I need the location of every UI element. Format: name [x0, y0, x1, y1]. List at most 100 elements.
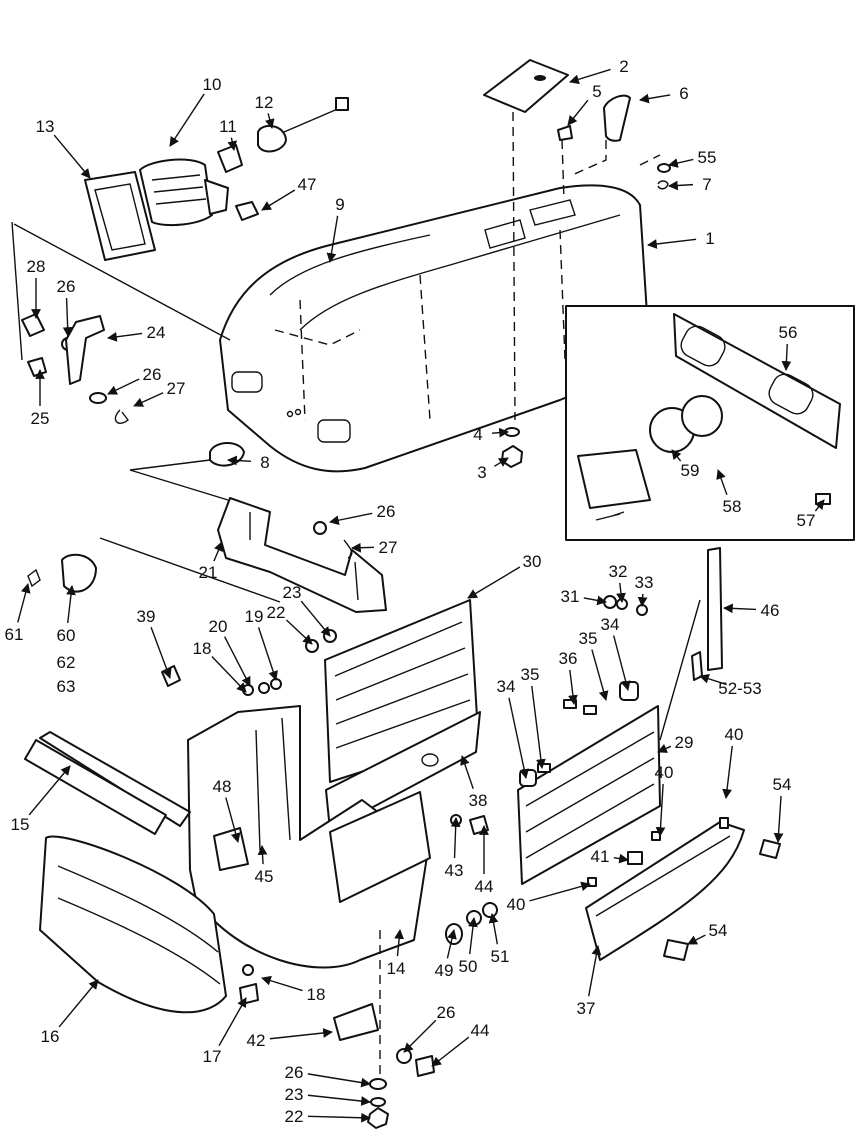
- leader-c24: [107, 331, 143, 342]
- leader-c10: [169, 93, 205, 147]
- callout-c31: 31: [561, 587, 580, 606]
- callout-c26e: 26: [285, 1063, 304, 1082]
- leader-c49: [446, 929, 457, 959]
- callout-c28: 28: [27, 257, 46, 276]
- leader-c15: [28, 765, 71, 816]
- hood-support-bracket: [27, 497, 387, 613]
- leader-c37: [587, 945, 602, 997]
- callout-c52: 52-53: [718, 679, 761, 698]
- callout-c18b: 18: [307, 985, 326, 1004]
- callout-c9: 9: [335, 195, 344, 214]
- leader-c22b: [307, 1112, 371, 1123]
- leader-c26b: [107, 378, 140, 395]
- leader-c12: [264, 113, 275, 129]
- assembly-lines: [11, 221, 720, 741]
- callout-c62: 62: [57, 653, 76, 672]
- callout-c50: 50: [459, 957, 478, 976]
- leader-c6: [639, 93, 671, 104]
- leader-c26e: [307, 1073, 371, 1088]
- callout-c30: 30: [523, 552, 542, 571]
- leader-c9: [326, 215, 339, 263]
- callout-c17: 17: [203, 1047, 222, 1066]
- callout-c11: 11: [219, 117, 237, 136]
- callout-c54b: 54: [709, 921, 728, 940]
- leader-c48: [225, 797, 241, 843]
- leader-c35b: [531, 685, 546, 769]
- leader-c8: [227, 455, 252, 466]
- callout-c27b: 27: [379, 538, 398, 557]
- callout-c18a: 18: [193, 639, 212, 658]
- callout-c45: 45: [255, 867, 274, 886]
- leader-c1: [647, 238, 697, 249]
- callout-c40c: 40: [507, 895, 526, 914]
- leader-c21: [213, 541, 224, 562]
- leader-c58: [716, 469, 728, 496]
- callout-c22a: 22: [267, 603, 286, 622]
- callout-c34a: 34: [601, 615, 620, 634]
- callout-c22b: 22: [285, 1107, 304, 1126]
- callout-c35b: 35: [521, 665, 540, 684]
- side-panels: [324, 547, 723, 885]
- callout-c44a: 44: [475, 877, 494, 896]
- leader-c27a: [133, 392, 164, 407]
- callout-c20: 20: [209, 617, 228, 636]
- leader-c27b: [351, 542, 375, 553]
- callout-c26c: 26: [377, 502, 396, 521]
- leader-c46: [723, 603, 757, 614]
- leader-c50: [468, 917, 478, 955]
- callout-c60: 60: [57, 626, 76, 645]
- callout-c14: 14: [387, 959, 406, 978]
- leader-c33: [637, 593, 648, 607]
- leader-c43: [450, 817, 461, 859]
- callout-c13: 13: [36, 117, 55, 136]
- leader-c20: [223, 636, 251, 687]
- leader-c54b: [687, 934, 706, 945]
- leader-c17: [218, 997, 247, 1046]
- callout-c2: 2: [619, 57, 628, 76]
- callout-c23a: 23: [283, 583, 302, 602]
- leader-c35a: [591, 649, 609, 701]
- leader-c34a: [613, 635, 631, 691]
- callout-c37: 37: [577, 999, 596, 1018]
- callout-c6: 6: [679, 84, 688, 103]
- leader-c2: [569, 68, 611, 85]
- callout-c32: 32: [609, 562, 628, 581]
- leader-c26a: [62, 297, 73, 337]
- callout-c7: 7: [702, 175, 711, 194]
- callout-c33: 33: [635, 573, 654, 592]
- leader-c56: [781, 343, 792, 371]
- callout-c48: 48: [213, 777, 232, 796]
- callout-c39: 39: [137, 607, 156, 626]
- leader-c44b: [431, 1036, 470, 1067]
- leader-c30: [467, 566, 521, 599]
- callout-c46: 46: [761, 601, 780, 620]
- leader-c34b: [508, 697, 529, 779]
- callout-c35a: 35: [579, 629, 598, 648]
- callout-c56: 56: [779, 323, 798, 342]
- callout-c34b: 34: [497, 677, 516, 696]
- callout-c26d: 26: [437, 1003, 456, 1022]
- leader-c23b: [307, 1094, 371, 1106]
- leader-c51: [488, 913, 499, 945]
- leader-c40b: [655, 783, 666, 837]
- callout-c42: 42: [247, 1031, 266, 1050]
- callout-c3: 3: [477, 463, 486, 482]
- headlight-assembly: [84, 97, 349, 261]
- leader-c5: [567, 99, 589, 126]
- callout-c40b: 40: [655, 763, 674, 782]
- leader-c59: [671, 449, 682, 462]
- callout-c12: 12: [255, 93, 274, 112]
- leader-c11: [227, 137, 237, 151]
- leader-c39: [150, 626, 172, 679]
- leader-c47: [261, 189, 296, 211]
- callout-c26b: 26: [143, 365, 162, 384]
- leader-c40c: [529, 881, 591, 902]
- leader-c4: [491, 427, 509, 438]
- leader-c61: [17, 583, 31, 623]
- leader-c60: [66, 585, 76, 624]
- leader-c55: [668, 158, 694, 168]
- leader-c18b: [261, 975, 303, 992]
- callout-c16: 16: [41, 1027, 60, 1046]
- callout-c63: 63: [57, 677, 76, 696]
- callout-c36: 36: [559, 649, 578, 668]
